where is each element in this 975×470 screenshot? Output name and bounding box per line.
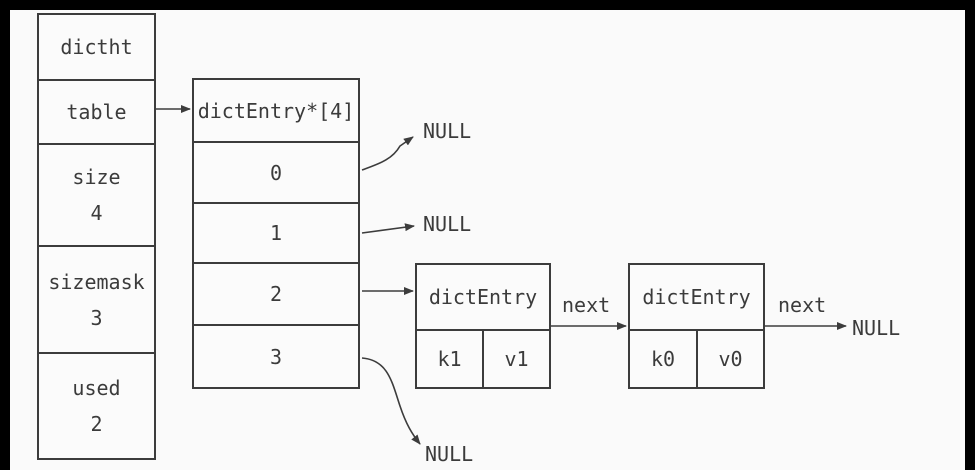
dictht-title: dictht: [60, 35, 133, 59]
table-slot-0: 0: [269, 160, 283, 185]
divider: [39, 352, 154, 354]
connector-arrows: [154, 105, 847, 445]
field-value: 3: [90, 305, 103, 330]
dictht-field-sizemask: sizemask 3: [39, 247, 154, 352]
dict-entry-title: dictEntry: [642, 285, 751, 309]
null-label-chain-end: NULL: [852, 316, 901, 340]
field-value: 2: [90, 412, 103, 436]
null-label-slot-1: NULL: [423, 212, 472, 236]
field-name: sizemask: [48, 269, 145, 294]
null-label-slot-3: NULL: [425, 442, 474, 466]
dict-entry-k0: dictEntry k0 v0: [628, 263, 765, 389]
divider: [194, 324, 358, 326]
null-label-slot-0: NULL: [423, 119, 472, 143]
divider: [194, 262, 358, 264]
table-slot-3: 3: [269, 344, 283, 369]
divider: [39, 143, 154, 145]
divider: [194, 202, 358, 204]
slot-1-null-arrow: [361, 223, 415, 234]
dict-entry-key: k1: [437, 347, 462, 371]
divider: [194, 141, 358, 143]
diagram-canvas: dictht table size 4 sizemask 3 used 2 di…: [10, 10, 965, 470]
dict-entry-key: k0: [650, 347, 676, 371]
table-slot-2: 2: [269, 282, 283, 306]
dict-entry-value: v0: [718, 347, 743, 371]
divider: [39, 245, 154, 247]
dictht-box: dictht table size 4 sizemask 3 used 2: [37, 13, 156, 460]
dict-entry-value: v1: [504, 347, 529, 371]
divider: [482, 331, 484, 387]
field-name: used: [72, 376, 121, 400]
divider: [630, 329, 763, 331]
dictht-field-table: table: [66, 100, 127, 124]
field-name: size: [72, 165, 121, 189]
slot-3-null-arrow: [361, 357, 421, 445]
field-value: 4: [90, 201, 103, 225]
slot-0-null-arrow: [361, 136, 414, 171]
table-slot-1: 1: [269, 221, 283, 245]
dict-entry-k1: dictEntry k1 v1: [415, 263, 551, 389]
divider: [39, 79, 154, 81]
table-array-box: dictEntry*[4] 0 1 2 3: [192, 78, 360, 389]
next-label: next: [778, 293, 827, 317]
table-array-title: dictEntry*[4]: [197, 98, 355, 123]
dict-entry-title: dictEntry: [428, 285, 538, 309]
dictht-field-size: size 4: [39, 145, 154, 245]
dictht-field-used: used 2: [39, 354, 154, 458]
divider: [417, 329, 549, 331]
divider: [696, 331, 698, 387]
next-label: next: [562, 293, 611, 317]
